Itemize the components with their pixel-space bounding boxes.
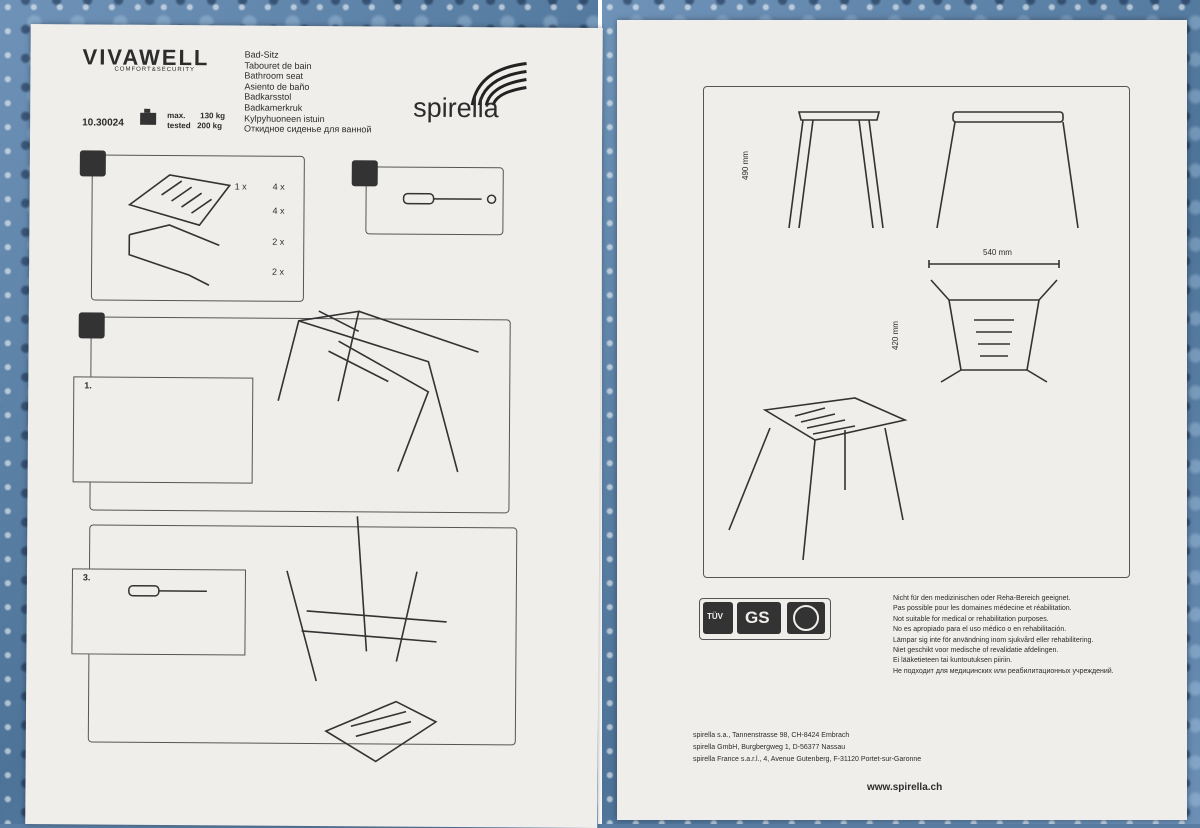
screwdriver-drawing	[402, 189, 502, 210]
product-name-en: Bathroom seat	[244, 70, 304, 82]
address-fr: spirella France s.a.r.l., 4, Avenue Gute…	[693, 756, 922, 763]
parts-count-3: 2 x	[272, 236, 285, 247]
load-tested-label: tested	[167, 120, 191, 131]
step-3-inverted-stool-drawing	[246, 511, 468, 773]
step-1-label: 1.	[84, 380, 92, 391]
instruction-sheet-front: VIVAWELL COMFORT&SECURITY 10.30024 max. …	[25, 24, 603, 828]
parts-count-2: 4 x	[272, 205, 285, 216]
parts-count-4: 2 x	[272, 266, 285, 277]
disclaimer-nl: Niet geschikt voor medische of revalidat…	[893, 647, 1059, 655]
address-ch: spirella s.a., Tannenstrasse 98, CH-8424…	[693, 732, 850, 739]
wrench-icon	[351, 160, 378, 187]
disclaimer-sv: Lämpar sig inte för användning inom sjuk…	[893, 636, 1094, 644]
website-text: www.spirella.ch	[867, 782, 943, 793]
brand-tagline: COMFORT&SECURITY	[114, 66, 196, 74]
gs-mark-text: GS	[745, 608, 770, 627]
address-list: spirella s.a., Tannenstrasse 98, CH-8424…	[693, 730, 921, 766]
tuv-mark-text: TÜV	[707, 612, 723, 621]
stool-top-view-drawing	[919, 260, 1069, 390]
tuv-mark-icon: TÜV	[703, 602, 733, 634]
load-max-value: 130 kg	[200, 111, 226, 121]
step-3-label: 3.	[82, 572, 91, 583]
product-name-nl: Badkamerkruk	[244, 102, 303, 113]
disclaimer-en: Not suitable for medical or rehabilitati…	[893, 615, 1049, 623]
box-icon	[79, 150, 106, 177]
product-name-de: Bad-Sitz	[244, 49, 279, 60]
step-1-frame-drawing	[97, 279, 399, 501]
no-medical-use-icon	[787, 602, 825, 634]
spirella-logo-text: spirella	[413, 92, 499, 124]
disclaimer-list: Nicht für den medizinischen oder Reha-Be…	[893, 594, 1114, 677]
disclaimer-es: No es apropiado para el uso médico o en …	[893, 626, 1067, 634]
load-max-label: max.	[167, 110, 186, 121]
parts-count-1: 4 x	[272, 181, 285, 192]
width-dimension-label: 540 mm	[983, 248, 1012, 257]
disclaimer-fr: Pas possible pour les domaines médecine …	[893, 605, 1072, 613]
seat-frame-parts-drawing	[109, 165, 260, 296]
load-tested-value: 200 kg	[197, 121, 223, 131]
stool-side-view-drawing	[933, 108, 1083, 248]
depth-dimension-label: 420 mm	[891, 321, 900, 350]
spirella-logo-arcs	[464, 57, 534, 107]
product-name-list: Bad-Sitz Tabouret de bain Bathroom seat …	[244, 50, 372, 136]
height-dimension-label: 490 mm	[741, 151, 750, 180]
weight-icon	[140, 108, 157, 125]
disclaimer-ru: Не подходит для медицинских или реабилит…	[893, 667, 1114, 675]
prohibition-circle-icon	[793, 605, 819, 631]
stool-front-view-drawing	[759, 108, 939, 248]
product-name-ru: Откидное сиденье для ванной	[244, 123, 372, 135]
article-number: 10.30024	[82, 117, 124, 129]
gs-mark-icon: GS	[737, 602, 781, 634]
stool-perspective-drawing	[725, 390, 945, 550]
address-de: spirella GmbH, Burgbergweg 1, D-56377 Na…	[693, 744, 846, 751]
parts-qty-1: 1 x	[234, 181, 247, 192]
certification-panel	[699, 598, 831, 640]
instruction-sheet-back: 490 mm 540 mm 420 mm TÜV GS Nicht für de…	[617, 20, 1187, 820]
disclaimer-fi: Ei lääketieteen tai kuntoutuksen piiriin…	[893, 657, 1013, 665]
step-3-screwdriver-drawing	[127, 581, 227, 602]
disclaimer-de: Nicht für den medizinischen oder Reha-Be…	[893, 595, 1071, 602]
dimensions-panel	[703, 86, 1130, 578]
